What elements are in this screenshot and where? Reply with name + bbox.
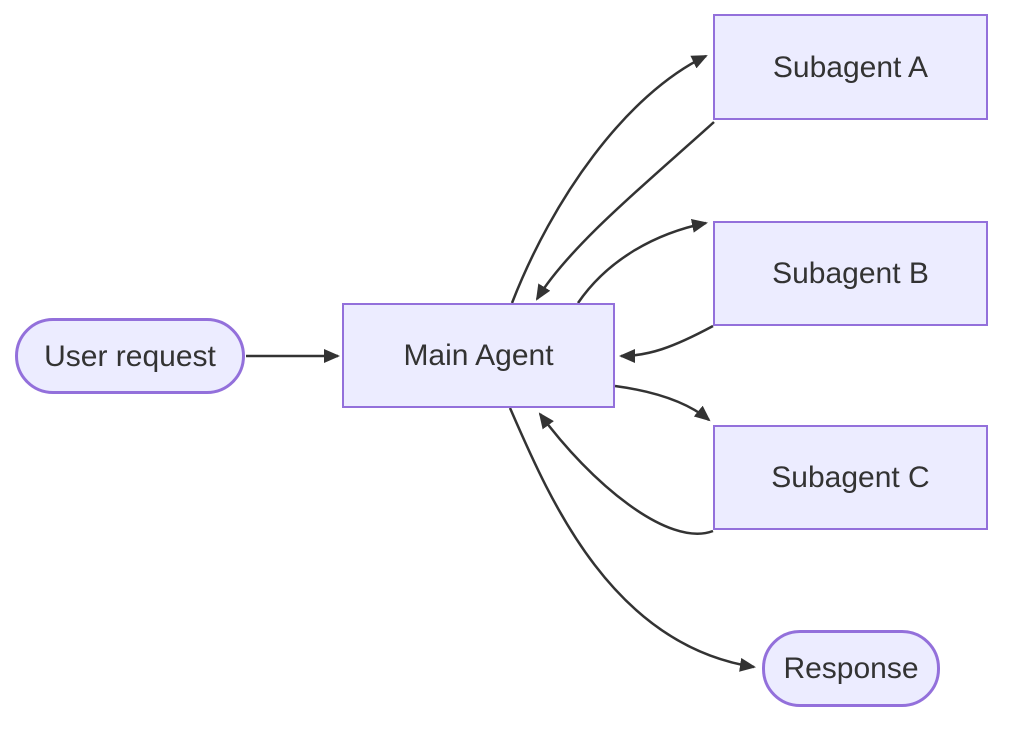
edge-main-agent-to-subagent-a <box>510 54 708 304</box>
node-subagent-c-label: Subagent C <box>771 461 930 494</box>
node-subagent-a: Subagent A <box>713 14 988 120</box>
edge-subagent-b-to-main-agent <box>619 324 714 363</box>
node-main-agent-label: Main Agent <box>403 339 554 372</box>
edge-subagent-a-to-main-agent <box>535 121 715 301</box>
node-user-request: User request <box>15 318 245 394</box>
edge-main-agent-to-subagent-c <box>614 384 711 422</box>
edge-main-agent-to-subagent-b <box>576 218 708 304</box>
node-response: Response <box>762 630 940 707</box>
node-response-label: Response <box>783 652 919 685</box>
node-subagent-b-label: Subagent B <box>772 257 929 290</box>
node-subagent-a-label: Subagent A <box>772 50 929 84</box>
edge-main-agent-to-response <box>508 407 756 672</box>
node-subagent-c: Subagent C <box>713 425 988 530</box>
node-main-agent: Main Agent <box>342 303 615 408</box>
edge-subagent-c-to-main-agent <box>538 412 714 535</box>
node-subagent-b: Subagent B <box>713 221 988 326</box>
node-user-request-label: User request <box>44 339 216 373</box>
